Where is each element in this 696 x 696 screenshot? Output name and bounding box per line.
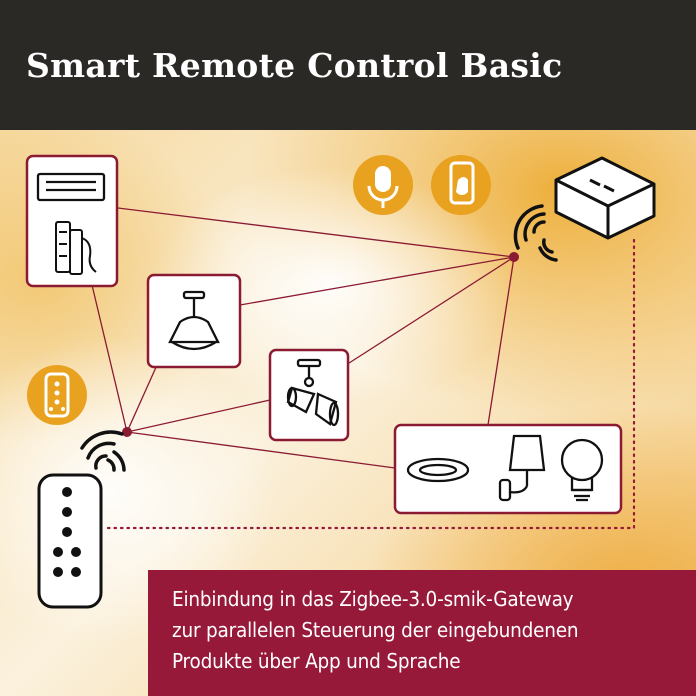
bulb-icon [560, 438, 604, 502]
light-strip-icon [55, 221, 97, 275]
connection-lines [91, 207, 515, 469]
wireless-signal-icon-remote [80, 430, 126, 472]
ceiling-panel-icon [36, 172, 106, 202]
pendant-lamp-icon [168, 290, 220, 351]
device-box-group [393, 423, 623, 515]
device-box-spot [268, 348, 350, 442]
microphone-icon [353, 155, 413, 215]
hub-dot-left [122, 427, 132, 437]
dotted-connections [102, 238, 636, 530]
spotlight-icon [286, 358, 340, 427]
device-box-pendant [146, 273, 242, 369]
smartphone-app-icon [431, 155, 491, 215]
remote-control-device [37, 473, 103, 609]
caption-line-1: Einbindung in das Zigbee-3.0-smik-Gatewa… [172, 587, 574, 611]
caption-box: Einbindung in das Zigbee-3.0-smik-Gatewa… [148, 570, 696, 696]
gateway-icon [554, 156, 656, 240]
header-bar: Smart Remote Control Basic [0, 0, 696, 130]
remote-icon [27, 365, 87, 425]
caption-line-2: zur parallelen Steuerung der eingebunden… [172, 618, 579, 642]
hub-dot-right [509, 252, 519, 262]
wall-lamp-icon [498, 434, 546, 502]
recessed-light-icon [406, 457, 470, 483]
caption-line-3: Produkte über App und Sprache [172, 649, 461, 673]
wireless-signal-icon [513, 204, 558, 262]
device-box-panel [25, 154, 119, 288]
page-title: Smart Remote Control Basic [26, 46, 563, 85]
